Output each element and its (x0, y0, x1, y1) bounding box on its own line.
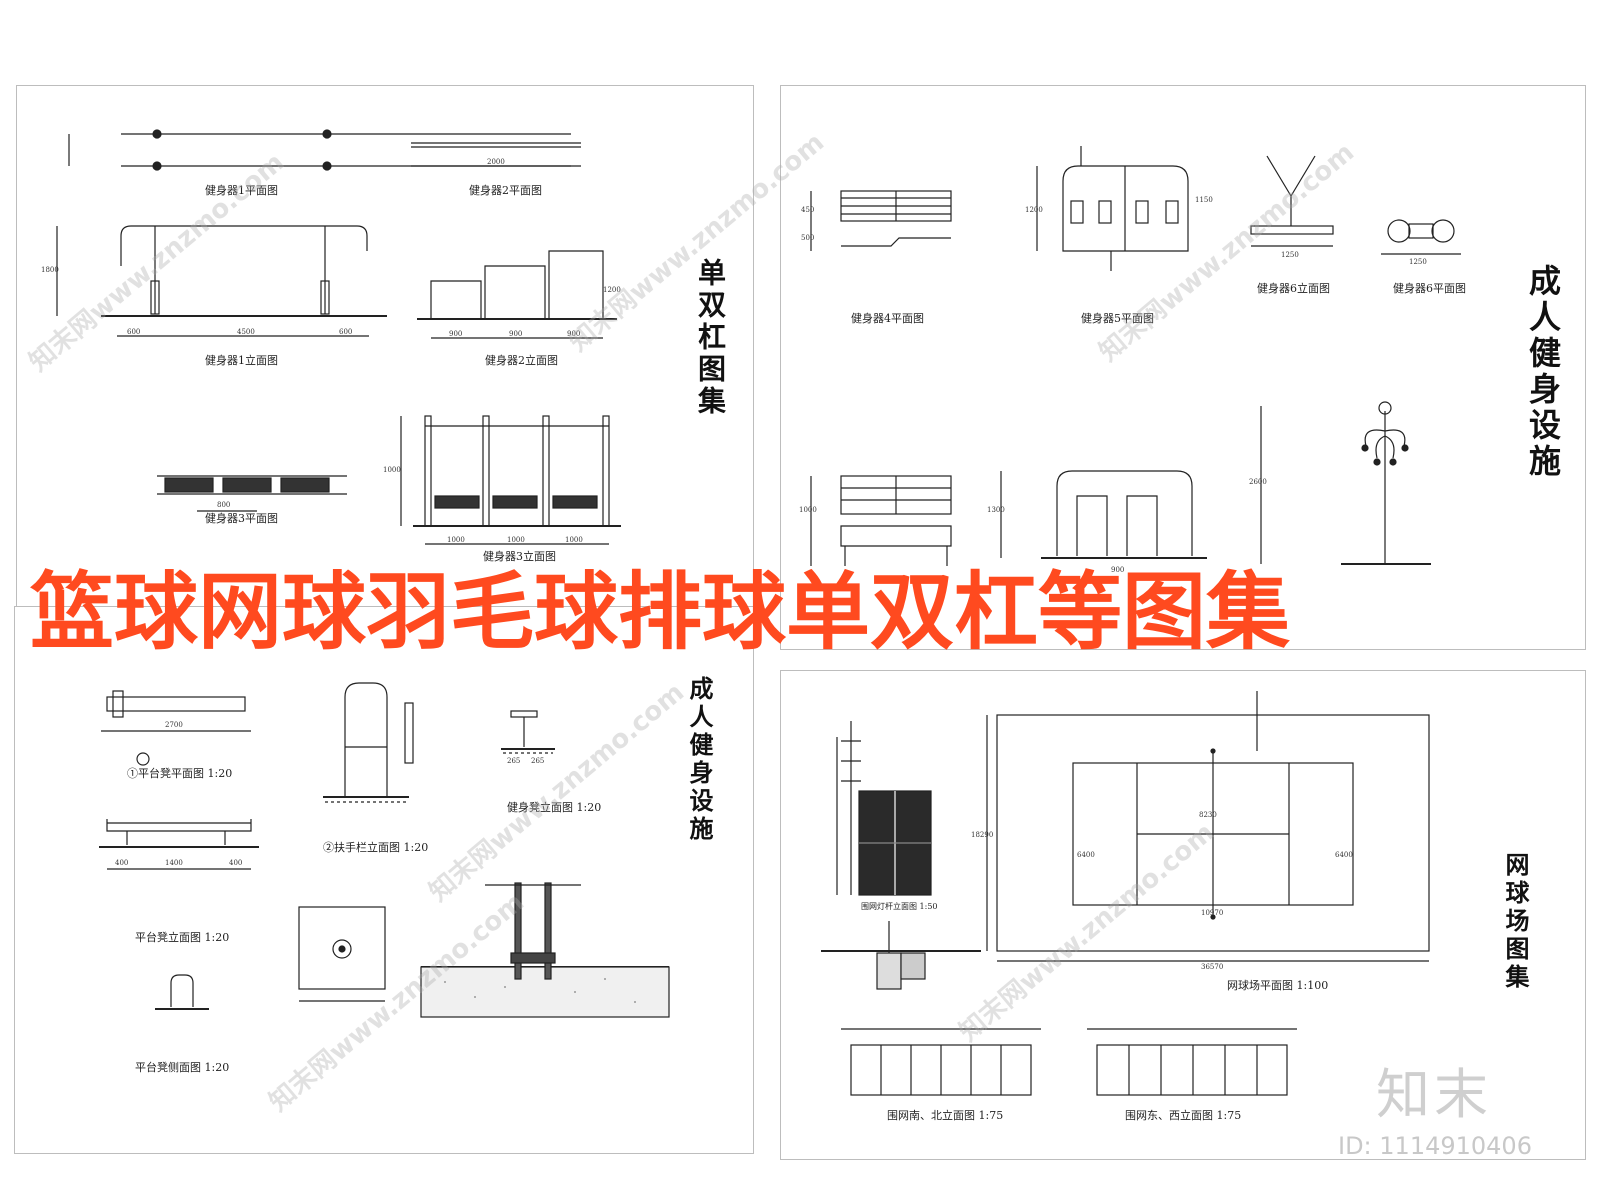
dim-label: 265 (507, 757, 521, 765)
dim-label: 1250 (1409, 258, 1427, 266)
dim-label: 900 (1111, 566, 1125, 574)
dim-label: 36570 (1201, 963, 1224, 971)
dim-label: 1000 (447, 536, 465, 544)
sheet-parallel-bars: 健身器1平面图 健身器2平面图 健身器1立面图 健身器2立面图 健身器3平面图 … (16, 85, 754, 612)
dim-label: 10970 (1201, 909, 1224, 917)
fitness-drawings-top (810, 146, 1461, 566)
caption: 平台凳立面图 1:20 (135, 931, 230, 944)
dim-label: 1150 (1195, 196, 1213, 204)
dim-label: 400 (229, 859, 243, 867)
dim-label: 1000 (565, 536, 583, 544)
caption: 平台凳侧面图 1:20 (135, 1061, 230, 1074)
caption: 健身器6立面图 (1257, 282, 1330, 295)
dim-label: 265 (531, 757, 545, 765)
dim-label: 500 (801, 234, 815, 242)
caption: 健身器3平面图 (205, 512, 278, 525)
caption: ②扶手栏立面图 1:20 (323, 841, 429, 854)
dim-label: 600 (339, 328, 353, 336)
sheet-title: 单双杠图集 (694, 258, 727, 418)
dim-label: 18290 (971, 831, 994, 839)
caption: 健身器6平面图 (1393, 282, 1466, 295)
caption: 围网灯杆立面图 1:50 (861, 902, 938, 911)
dim-label: 8230 (1199, 811, 1217, 819)
brand-logo: 知末 (1376, 1063, 1492, 1126)
dim-label: 450 (801, 206, 815, 214)
banner-title: 篮球网球羽毛球排球单双杠等图集 (30, 563, 1291, 661)
caption: 健身器4平面图 (851, 312, 924, 325)
parallel-bars-drawings (56, 129, 621, 545)
caption: ①平台凳平面图 1:20 (127, 767, 233, 780)
caption: 健身器2平面图 (469, 184, 542, 197)
caption: 网球场平面图 1:100 (1227, 979, 1329, 992)
caption: 健身凳立面图 1:20 (507, 801, 602, 814)
dim-label: 600 (127, 328, 141, 336)
dim-label: 2000 (487, 158, 505, 166)
dim-label: 1250 (1281, 251, 1299, 259)
dim-label: 400 (115, 859, 129, 867)
dim-label: 2700 (165, 721, 183, 729)
dim-label: 2600 (1249, 478, 1267, 486)
dim-label: 1000 (507, 536, 525, 544)
fitness-drawings-bottom (99, 682, 670, 1018)
dim-label: 900 (509, 330, 523, 338)
caption: 围网南、北立面图 1:75 (887, 1109, 1004, 1122)
dim-label: 1800 (41, 266, 59, 274)
dim-label: 800 (217, 501, 231, 509)
sheet-title: 网球场图集 (1501, 852, 1529, 992)
caption: 健身器1平面图 (205, 184, 278, 197)
sheet-fitness-top: 健身器4平面图 健身器5平面图 健身器6立面图 健身器6平面图 450 500 … (780, 85, 1586, 650)
dim-label: 900 (567, 330, 581, 338)
sheet-fitness-bottom: ①平台凳平面图 1:20 ②扶手栏立面图 1:20 健身凳立面图 1:20 平台… (14, 606, 754, 1154)
dim-label: 900 (449, 330, 463, 338)
sheet-tennis-court: 网球场平面图 1:100 围网南、北立面图 1:75 围网东、西立面图 1:75… (780, 670, 1586, 1160)
dim-label: 1200 (603, 286, 621, 294)
image-id: ID: 1114910406 (1338, 1132, 1532, 1160)
tennis-court-drawings (821, 691, 1430, 1096)
dim-label: 6400 (1335, 851, 1353, 859)
dim-label: 1400 (165, 859, 183, 867)
dim-label: 1000 (799, 506, 817, 514)
dim-label: 1000 (383, 466, 401, 474)
caption: 健身器2立面图 (485, 354, 558, 367)
caption: 健身器1立面图 (205, 354, 278, 367)
dim-label: 1300 (987, 506, 1005, 514)
sheet-title: 成人健身设施 (685, 676, 713, 844)
dim-label: 4500 (237, 328, 255, 336)
dim-label: 6400 (1077, 851, 1095, 859)
dim-label: 1200 (1025, 206, 1043, 214)
caption: 健身器5平面图 (1081, 312, 1154, 325)
caption: 围网东、西立面图 1:75 (1125, 1109, 1242, 1122)
sheet-title: 成人健身设施 (1524, 264, 1562, 480)
caption: 健身器3立面图 (483, 550, 556, 563)
